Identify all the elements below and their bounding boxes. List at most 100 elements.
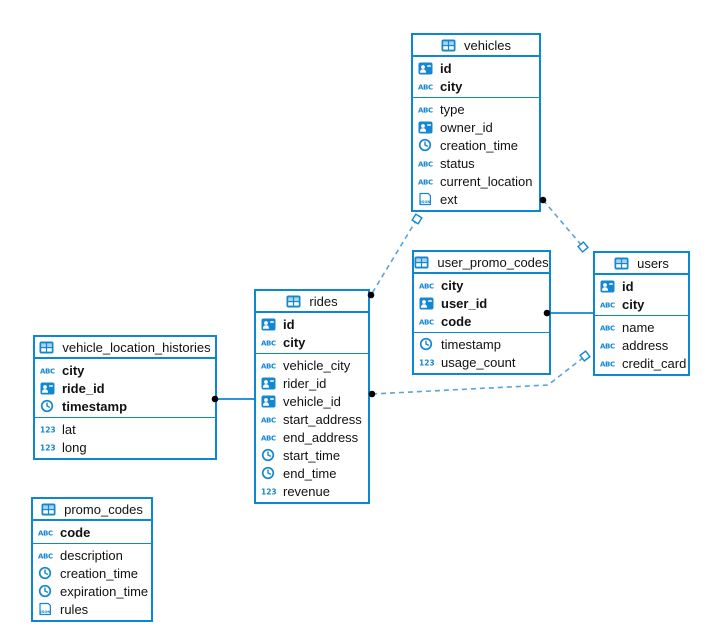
field-row[interactable]: end_time bbox=[256, 464, 368, 482]
table-header[interactable]: vehicle_location_histories bbox=[35, 337, 215, 359]
field-name: end_time bbox=[283, 465, 337, 481]
field-name: rules bbox=[60, 601, 89, 617]
field-name: status bbox=[440, 155, 475, 171]
abc-icon: ABC bbox=[600, 357, 618, 370]
field-row[interactable]: timestamp bbox=[35, 397, 215, 415]
field-row[interactable]: ABC credit_card bbox=[595, 354, 688, 372]
field-row[interactable]: ABC address bbox=[595, 336, 688, 354]
field-name: city bbox=[441, 277, 464, 293]
field-name: address bbox=[622, 337, 669, 353]
clock-icon bbox=[261, 448, 279, 462]
svg-text:ABC: ABC bbox=[600, 342, 615, 350]
table-header[interactable]: users bbox=[595, 253, 688, 275]
abc-icon: ABC bbox=[600, 339, 618, 352]
table-name: vehicles bbox=[464, 37, 511, 53]
svg-text:ABC: ABC bbox=[419, 282, 434, 290]
id-icon bbox=[261, 395, 279, 408]
field-row[interactable]: JSON ext bbox=[413, 190, 539, 208]
num-icon: 123 bbox=[261, 485, 279, 498]
field-row[interactable]: ride_id bbox=[35, 379, 215, 397]
field-row[interactable]: owner_id bbox=[413, 118, 539, 136]
table-name: users bbox=[637, 255, 669, 271]
clock-icon bbox=[38, 566, 56, 580]
relationship-rides-users[interactable] bbox=[371, 356, 585, 395]
relationship-vehicles-users[interactable] bbox=[542, 199, 584, 248]
field-row[interactable]: JSON rules bbox=[33, 600, 151, 618]
key-divider bbox=[595, 315, 688, 316]
field-row[interactable]: id bbox=[595, 277, 688, 295]
field-name: code bbox=[441, 313, 472, 329]
field-name: ext bbox=[440, 191, 458, 207]
field-name: vehicle_id bbox=[283, 393, 341, 409]
field-name: name bbox=[622, 319, 655, 335]
svg-text:JSON: JSON bbox=[39, 610, 50, 614]
key-divider bbox=[35, 417, 215, 418]
field-row[interactable]: ABC current_location bbox=[413, 172, 539, 190]
svg-text:123: 123 bbox=[40, 425, 56, 434]
field-row[interactable]: id bbox=[413, 59, 539, 77]
id-icon bbox=[40, 382, 58, 395]
field-name: current_location bbox=[440, 173, 533, 189]
field-row[interactable]: rider_id bbox=[256, 374, 368, 392]
table-header[interactable]: rides bbox=[256, 291, 368, 313]
field-row[interactable]: 123 usage_count bbox=[414, 353, 549, 371]
field-row[interactable]: creation_time bbox=[33, 564, 151, 582]
field-row[interactable]: expiration_time bbox=[33, 582, 151, 600]
table-name: rides bbox=[309, 293, 338, 309]
field-name: expiration_time bbox=[60, 583, 149, 599]
field-row[interactable]: 123 lat bbox=[35, 420, 215, 438]
table-header[interactable]: vehicles bbox=[413, 35, 539, 57]
id-icon bbox=[261, 318, 279, 331]
field-row[interactable]: creation_time bbox=[413, 136, 539, 154]
key-divider bbox=[256, 353, 368, 354]
clock-icon bbox=[261, 466, 279, 480]
svg-text:ABC: ABC bbox=[38, 529, 53, 537]
svg-text:ABC: ABC bbox=[418, 83, 433, 91]
abc-icon: ABC bbox=[418, 175, 436, 188]
relationship-vehicles-rides[interactable] bbox=[370, 218, 418, 296]
field-row[interactable]: user_id bbox=[414, 294, 549, 312]
abc-icon: ABC bbox=[261, 413, 279, 426]
num-icon: 123 bbox=[419, 356, 437, 369]
svg-text:ABC: ABC bbox=[418, 178, 433, 186]
table-icon bbox=[414, 256, 432, 269]
table-name: promo_codes bbox=[64, 501, 143, 517]
field-row[interactable]: vehicle_id bbox=[256, 392, 368, 410]
svg-text:JSON: JSON bbox=[419, 200, 430, 204]
svg-text:ABC: ABC bbox=[600, 301, 615, 309]
field-name: creation_time bbox=[60, 565, 139, 581]
field-row[interactable]: ABC city bbox=[414, 276, 549, 294]
field-name: city bbox=[62, 362, 85, 378]
table-header[interactable]: user_promo_codes bbox=[414, 252, 549, 274]
field-row[interactable]: id bbox=[256, 315, 368, 333]
field-name: credit_card bbox=[622, 355, 687, 371]
abc-icon: ABC bbox=[418, 80, 436, 93]
field-row[interactable]: timestamp bbox=[414, 335, 549, 353]
clock-icon bbox=[418, 138, 436, 152]
table-header[interactable]: promo_codes bbox=[33, 499, 151, 521]
field-row[interactable]: start_time bbox=[256, 446, 368, 464]
field-name: usage_count bbox=[441, 354, 516, 370]
field-name: lat bbox=[62, 421, 76, 437]
